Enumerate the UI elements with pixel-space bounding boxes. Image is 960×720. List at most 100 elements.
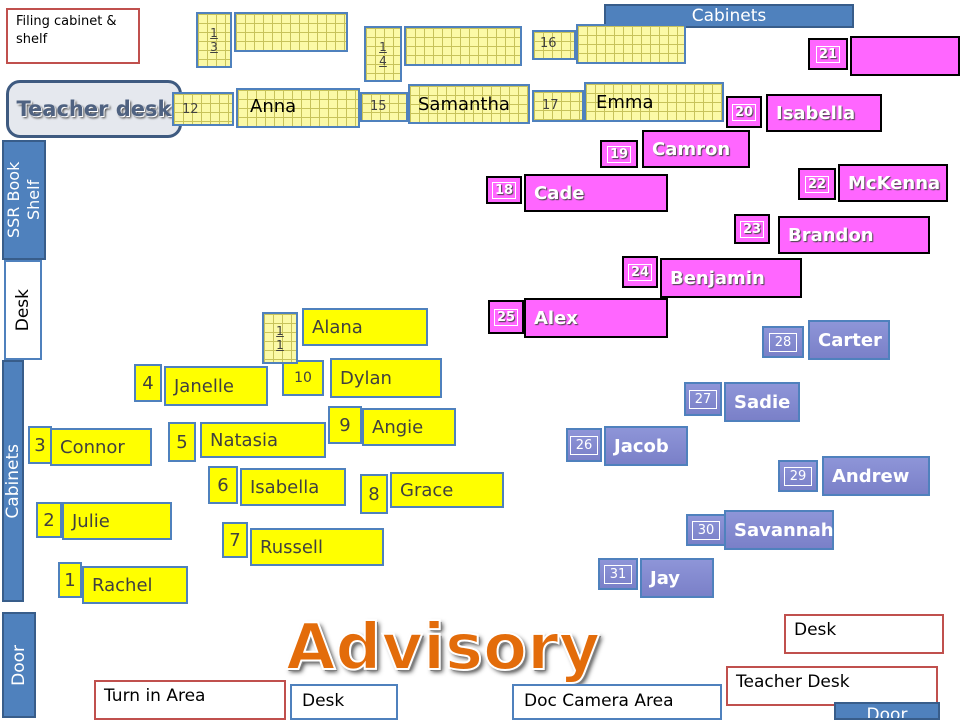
seat-27-number-text: 27	[688, 389, 718, 409]
door-left: Door	[2, 612, 36, 718]
seat-8-name: Grace	[390, 472, 504, 508]
seat-26-number: 26	[566, 428, 602, 462]
desk-right-text: Desk	[794, 620, 837, 640]
desk-13-digit-a: 1	[210, 26, 218, 40]
seat-20-name: Isabella	[766, 94, 882, 132]
desk-anna: Anna	[236, 88, 360, 128]
seat-10-name: Dylan	[330, 358, 442, 398]
filing-cabinet-text: Filing cabinet & shelf	[16, 14, 117, 47]
seat-23-name: Brandon	[778, 216, 930, 254]
desk-14-digit-b: 4	[379, 54, 387, 68]
page-title-text: Advisory	[285, 610, 601, 686]
teacher-desk-bottom: Teacher Desk	[726, 666, 938, 706]
seat-11-digit-a: 1	[276, 324, 284, 338]
seat-23-number-text: 23	[739, 220, 765, 238]
seat-10-number-text: 10	[294, 370, 312, 386]
seat-24-number: 24	[622, 256, 658, 288]
desk-13-digit-b: 3	[210, 40, 218, 54]
student-camron: Camron	[652, 138, 731, 160]
cabinets-top-text: Cabinets	[691, 6, 767, 26]
seat-28-number-text: 28	[768, 332, 798, 352]
seat-7-number-text: 7	[229, 529, 241, 551]
filing-cabinet-label: Filing cabinet & shelf	[6, 8, 140, 64]
desk-13-table	[234, 12, 348, 52]
desk-samantha: Samantha	[408, 84, 530, 124]
seat-1-name: Rachel	[82, 566, 188, 604]
seat-19-number-text: 19	[606, 145, 632, 163]
seat-1-number: 1	[58, 562, 82, 598]
student-angie: Angie	[372, 416, 424, 438]
seat-26-name: Jacob	[604, 426, 688, 466]
seat-2-number-text: 2	[43, 509, 55, 531]
seat-7-number: 7	[222, 522, 248, 558]
seat-24-name: Benjamin	[660, 258, 802, 298]
desk-14-table	[404, 26, 522, 66]
seat-30-number-text: 30	[691, 520, 721, 540]
seat-28-name: Carter	[808, 320, 890, 360]
seat-8-number-text: 8	[368, 483, 380, 505]
seat-11-digit-b: 1	[276, 338, 284, 352]
turn-in-area-text: Turn in Area	[104, 686, 206, 706]
seat-10-number: 10	[282, 360, 324, 396]
student-alana: Alana	[312, 316, 363, 338]
student-isabella-pink: Isabella	[776, 102, 856, 124]
student-anna: Anna	[250, 96, 297, 117]
seat-4-number-text: 4	[142, 372, 154, 394]
seat-25-number: 25	[488, 300, 524, 334]
seat-18-name: Cade	[524, 174, 668, 212]
seat-4-name: Janelle	[164, 366, 268, 406]
student-russell: Russell	[260, 536, 323, 558]
seat-3-number-text: 3	[34, 434, 46, 456]
doc-camera-area: Doc Camera Area	[512, 684, 722, 720]
seat-9-number: 9	[328, 406, 362, 444]
seat-6-name: Isabella	[240, 468, 346, 506]
seat-20-number: 20	[726, 96, 762, 128]
student-natasia: Natasia	[210, 429, 278, 451]
seat-31-number-text: 31	[603, 564, 633, 584]
student-carter: Carter	[818, 329, 882, 351]
student-samantha: Samantha	[418, 94, 510, 115]
desk-left: Desk	[4, 260, 42, 360]
seat-5-number-text: 5	[176, 431, 188, 453]
student-savannah: Savannah	[734, 519, 834, 541]
seat-19-name: Camron	[642, 130, 750, 168]
student-julie: Julie	[72, 510, 110, 532]
seat-3-number: 3	[28, 426, 52, 464]
doc-camera-area-text: Doc Camera Area	[524, 691, 674, 711]
seat-26-number-text: 26	[569, 435, 599, 455]
student-mckenna: McKenna	[848, 172, 941, 194]
ssr-book-shelf-text: SSR Book Shelf	[4, 161, 43, 239]
student-rachel: Rachel	[92, 574, 153, 596]
seat-6-number: 6	[208, 466, 238, 504]
seat-11-name: Alana	[302, 308, 428, 346]
student-cade: Cade	[534, 182, 585, 204]
seat-29-name: Andrew	[822, 456, 930, 496]
seat-22-number: 22	[798, 168, 836, 200]
seat-9-name: Angie	[362, 408, 456, 446]
desk-emma: Emma	[584, 82, 724, 122]
teacher-desk-bottom-text: Teacher Desk	[736, 672, 850, 692]
door-bottom: Door	[834, 702, 940, 720]
seat-9-number-text: 9	[339, 414, 351, 436]
desk-12: 12	[172, 92, 234, 126]
seat-2-number: 2	[36, 502, 62, 538]
desk-16-table	[576, 24, 686, 64]
seat-30-number: 30	[686, 514, 726, 546]
student-janelle: Janelle	[174, 375, 234, 397]
desk-right: Desk	[784, 614, 944, 654]
student-emma: Emma	[596, 92, 654, 113]
student-sadie: Sadie	[734, 391, 791, 413]
desk-bottom-text: Desk	[302, 691, 345, 711]
teacher-desk: Teacher desk	[6, 80, 182, 138]
seat-24-number-text: 24	[627, 263, 653, 281]
desk-14-digit-a: 1	[379, 40, 387, 54]
student-benjamin: Benjamin	[670, 267, 765, 289]
desk-15: 15	[360, 92, 408, 122]
cabinets-left: Cabinets	[2, 360, 24, 602]
student-jay: Jay	[650, 567, 681, 589]
seat-29-number: 29	[778, 460, 818, 492]
desk-left-text: Desk	[13, 288, 33, 332]
seat-6-number-text: 6	[217, 474, 229, 496]
